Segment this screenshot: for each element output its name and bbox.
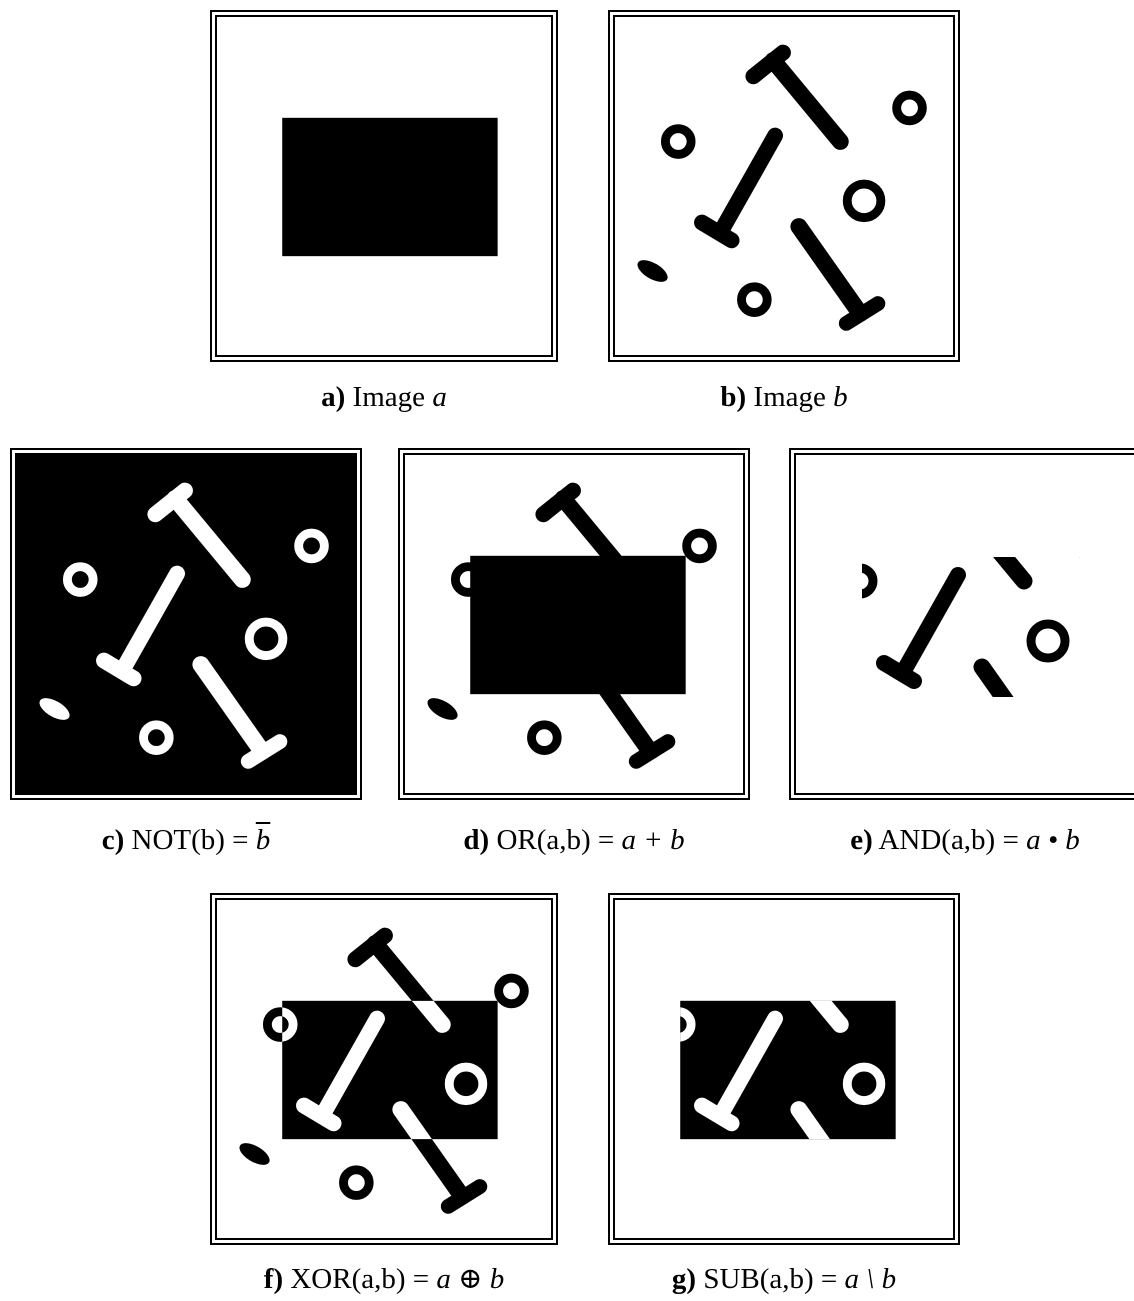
object-e-nut-1 [847, 568, 873, 594]
caption-g: g) SUB(a,b) = a \ b [634, 1262, 934, 1296]
panel-f [210, 893, 558, 1245]
object-g-inv-nut-1 [665, 1012, 691, 1038]
object-c-pin [36, 694, 73, 724]
object-c-nut-4 [144, 725, 170, 751]
image-e [794, 453, 1134, 795]
image-d [403, 453, 745, 795]
object-c-nut-3 [249, 622, 283, 656]
object-e-nut-2 [1081, 534, 1107, 560]
caption-f: f) XOR(a,b) = a ⊕ b [234, 1262, 534, 1296]
object-b-nut-3 [847, 184, 881, 218]
object-b-nut-1 [665, 129, 691, 155]
image-f [215, 898, 553, 1240]
image-c [15, 453, 357, 795]
object-f-pin [236, 1139, 273, 1169]
object-f-nut-4 [343, 1170, 369, 1196]
object-e-bolt-2 [906, 575, 958, 667]
caption-e: e) AND(a,b) = a • b [815, 823, 1115, 857]
object-e-nut-3 [1031, 624, 1065, 658]
object-b-bolt-1 [773, 60, 840, 141]
caption-b: b) Image b [634, 380, 934, 414]
panel-e [789, 448, 1134, 800]
object-g-inv-bolt-3-head [846, 1187, 878, 1207]
object-e-bolt-3 [982, 667, 1044, 755]
object-e-bolt-1-head [936, 491, 966, 515]
object-e-bolt-3-head [1030, 745, 1062, 765]
caption-c: c) NOT(b) = b [36, 823, 336, 857]
rectangle-a [282, 118, 497, 256]
object-b-nut-4 [742, 287, 768, 313]
object-g-inv-nut-2 [897, 978, 923, 1004]
object-d-nut-2 [687, 533, 713, 559]
object-c-bolt-1 [175, 498, 242, 579]
object-g-inv-bolt-1-head [753, 936, 783, 960]
panel-g [608, 893, 960, 1245]
object-g-inv-nut-4 [742, 1170, 768, 1196]
object-c-nut-1 [67, 567, 93, 593]
object-d-pin [424, 694, 461, 724]
image-b [613, 15, 955, 357]
image-a [215, 15, 553, 357]
object-e-pin [815, 697, 852, 728]
object-b-pin [634, 256, 671, 286]
panel-b [608, 10, 960, 362]
object-c-nut-2 [299, 533, 325, 559]
caption-a: a) Image a [234, 380, 534, 414]
panel-d [398, 448, 750, 800]
panel-c [10, 448, 362, 800]
object-e-bolt-1 [956, 499, 1024, 581]
rectangle-d [470, 556, 685, 694]
object-b-bolt-3 [799, 227, 860, 314]
object-e-nut-4 [924, 728, 950, 754]
object-c-bolt-3 [201, 665, 262, 752]
object-b-bolt-2 [724, 136, 775, 227]
caption-d: d) OR(a,b) = a + b [424, 823, 724, 857]
object-g-inv-pin [634, 1139, 671, 1169]
object-c-bolt-2 [126, 574, 177, 665]
object-f-nut-2 [499, 978, 525, 1004]
image-g [613, 898, 955, 1240]
object-d-nut-4 [532, 725, 558, 751]
object-b-nut-2 [897, 95, 923, 121]
panel-a [210, 10, 558, 362]
